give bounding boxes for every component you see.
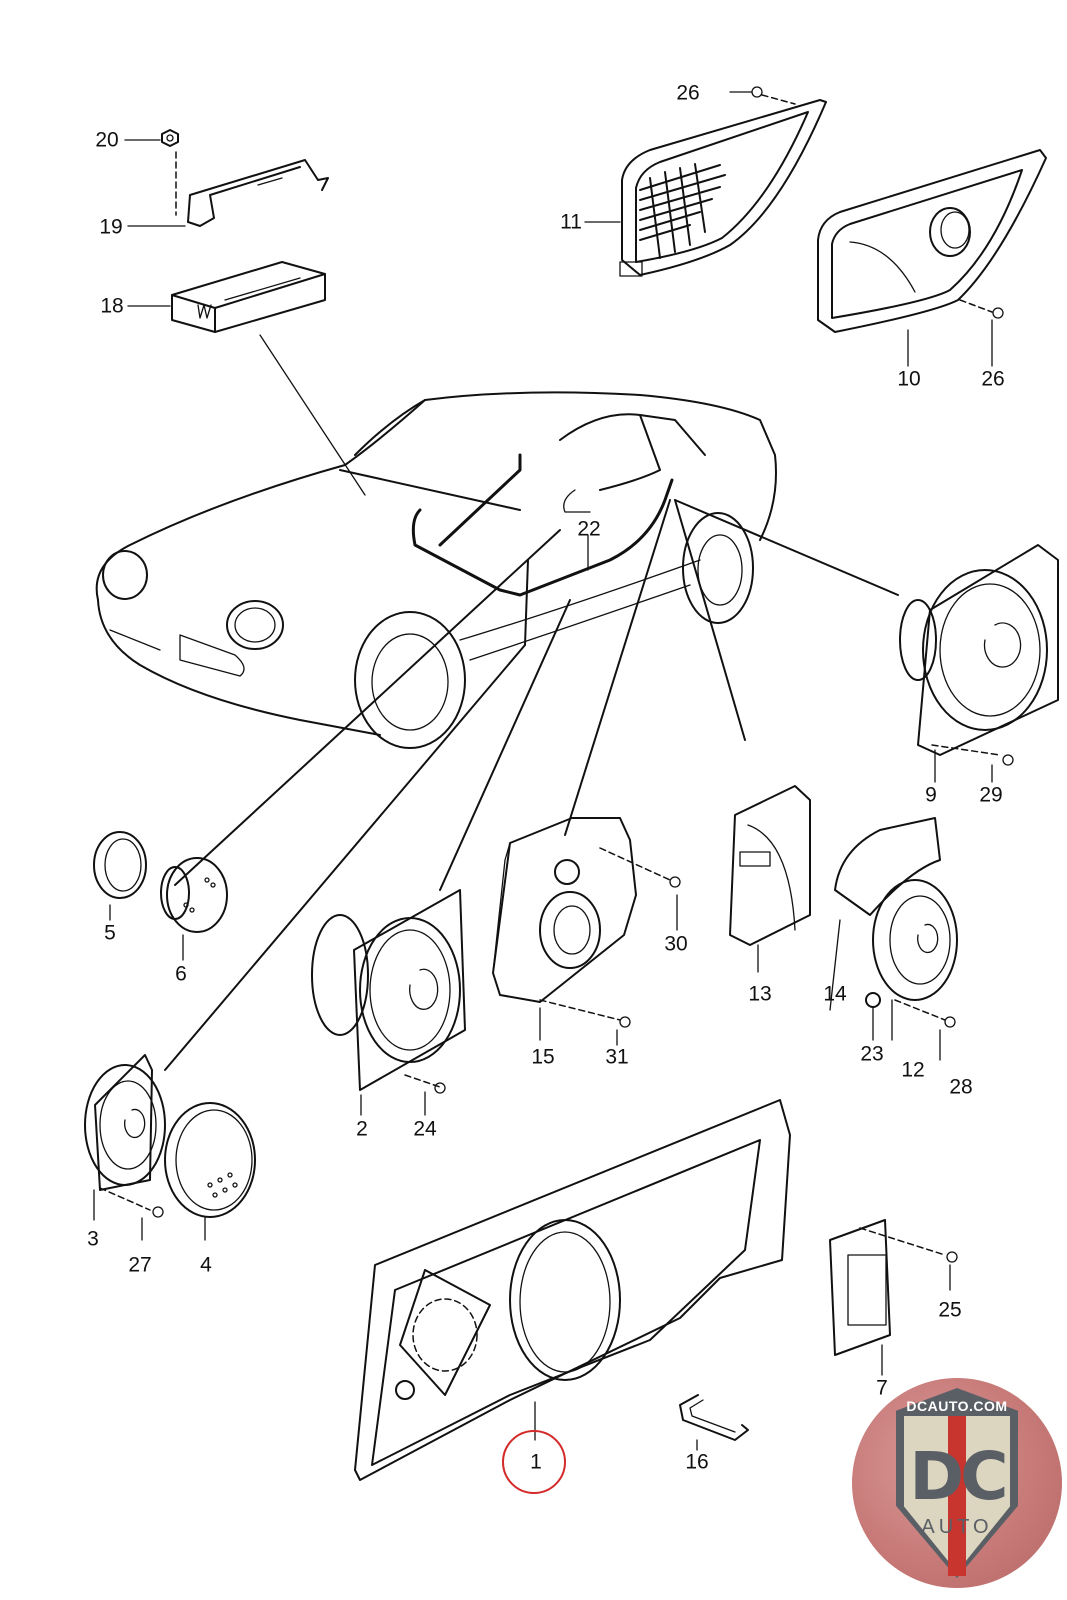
callout-12[interactable]: 12: [901, 1058, 925, 1082]
callout-14[interactable]: 14: [823, 982, 847, 1006]
callout-4[interactable]: 4: [200, 1253, 212, 1277]
callout-16[interactable]: 16: [685, 1450, 709, 1474]
part-10-speaker-housing: [817, 149, 1047, 367]
callout-15[interactable]: 15: [531, 1045, 555, 1069]
logo-site-text: DCAUTO.COM: [906, 1398, 1008, 1414]
callout-30[interactable]: 30: [664, 932, 688, 956]
part-2-speaker: [311, 889, 466, 1116]
part-16-bracket: [679, 1394, 749, 1451]
part-12-speaker: [872, 879, 958, 1061]
callout-20[interactable]: 20: [95, 128, 119, 152]
callout-28[interactable]: 28: [949, 1075, 973, 1099]
callout-29[interactable]: 29: [979, 783, 1003, 807]
callout-11[interactable]: 11: [560, 210, 582, 234]
dcauto-watermark-logo: DCAUTO.COM DC AUTO: [852, 1378, 1062, 1588]
callout-23[interactable]: 23: [860, 1042, 884, 1066]
part-18-amplifier: [127, 261, 366, 496]
logo-red-stripe: [948, 1416, 966, 1576]
logo-sub-text: AUTO: [921, 1516, 993, 1538]
callout-10[interactable]: 10: [897, 367, 921, 391]
part-7-module: [829, 1219, 958, 1376]
callout-18[interactable]: 18: [100, 294, 124, 318]
callout-13[interactable]: 13: [748, 982, 772, 1006]
part-11-grille: [584, 86, 827, 277]
callout-25[interactable]: 25: [938, 1298, 962, 1322]
part-5-ring: [93, 831, 147, 921]
callout-26-right[interactable]: 26: [981, 367, 1005, 391]
part-9-speaker: [899, 544, 1059, 783]
logo-brand-text: DC: [909, 1438, 1008, 1515]
part-6-tweeter: [160, 857, 228, 961]
part-4-grille-cover: [164, 1102, 256, 1241]
part-15-speaker-box: [492, 817, 681, 1046]
callout-6[interactable]: 6: [175, 962, 187, 986]
callout-2[interactable]: 2: [356, 1117, 368, 1141]
part-13-control-unit: [729, 785, 811, 973]
highlight-ring-part-1: [502, 1430, 566, 1494]
callout-9[interactable]: 9: [925, 783, 937, 807]
callout-31[interactable]: 31: [605, 1045, 629, 1069]
callout-3[interactable]: 3: [87, 1227, 99, 1251]
callout-19[interactable]: 19: [99, 215, 123, 239]
callout-22[interactable]: 22: [577, 517, 601, 541]
part-3-speaker: [84, 1054, 166, 1241]
part-23-clip-nut: [865, 992, 881, 1041]
part-20-nut: [124, 129, 179, 147]
leader-lines: [164, 499, 899, 1071]
callout-27[interactable]: 27: [128, 1253, 152, 1277]
car-outline: [95, 391, 777, 749]
callout-5[interactable]: 5: [104, 921, 116, 945]
callout-24[interactable]: 24: [413, 1117, 437, 1141]
callout-26-top[interactable]: 26: [676, 81, 700, 105]
part-14-speaker-cup: [829, 817, 941, 1011]
callout-7[interactable]: 7: [876, 1376, 888, 1400]
part-1-speaker-panel: [354, 1099, 791, 1481]
part-19-bracket: [127, 151, 329, 227]
